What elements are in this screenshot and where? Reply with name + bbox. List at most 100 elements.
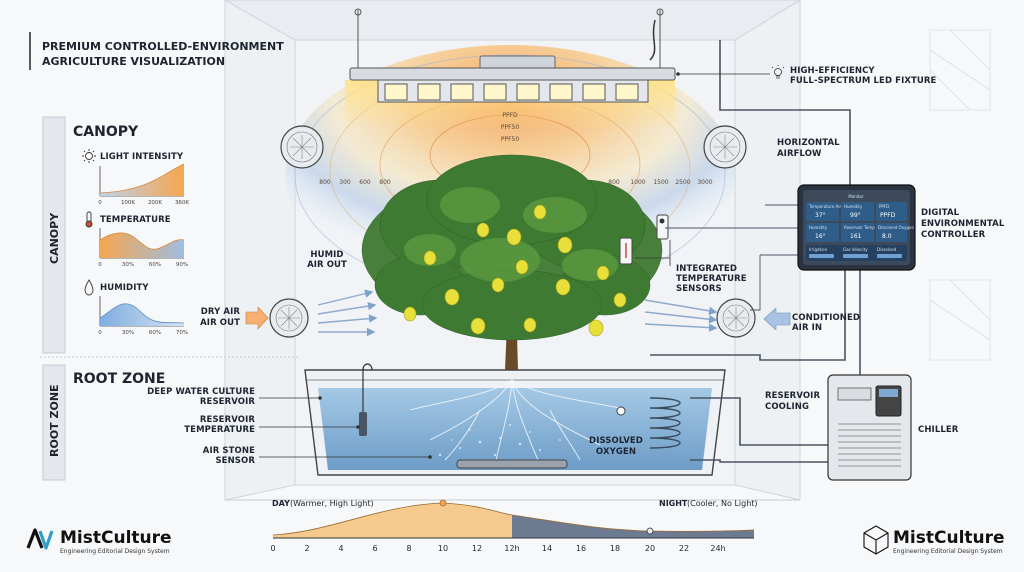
header: PREMIUM CONTROLLED-ENVIRONMENT AGRICULTU…	[29, 32, 284, 70]
svg-text:2500: 2500	[675, 179, 690, 186]
res-cooling-label-line-1: RESERVOIR	[765, 391, 820, 401]
ppfd-label-3: PPF50	[501, 136, 520, 143]
temperature-chart: TEMPERATURE 0 30% 60% 90%	[85, 211, 188, 268]
svg-text:800: 800	[379, 179, 391, 186]
callout-dissolved-oxygen: DISSOLVED OXYGEN	[589, 436, 643, 457]
callout-sensors: INTEGRATED TEMPERATURE SENSORS	[635, 240, 747, 294]
res-temp-label-line-2: TEMPERATURE	[184, 425, 255, 435]
mistculture-logo-icon	[26, 528, 54, 550]
side-tab-root-zone-label: ROOT ZONE	[48, 384, 61, 457]
svg-text:12: 12	[472, 544, 482, 553]
svg-text:800: 800	[608, 179, 620, 186]
page-title-line-2: AGRICULTURE VISUALIZATION	[42, 55, 225, 68]
fan-icon	[280, 125, 324, 169]
page-title-line-1: PREMIUM CONTROLLED-ENVIRONMENT	[42, 40, 284, 53]
svg-text:600: 600	[359, 179, 371, 186]
svg-text:1500: 1500	[653, 179, 668, 186]
callout-airstone: AIR STONE SENSOR	[203, 446, 432, 466]
fan-icon	[269, 298, 309, 338]
svg-text:20: 20	[645, 544, 655, 553]
ppfd-label-2: PPF50	[501, 124, 520, 131]
ppfd-label-1: PPFD	[502, 112, 518, 119]
dissolved-label-line-1: DISSOLVED	[589, 436, 643, 446]
svg-text:2: 2	[304, 544, 309, 553]
day-label-detail: (Warmer, High Light)	[290, 499, 374, 508]
airstone-label-line-2: SENSOR	[215, 456, 255, 466]
sensors-label-line-1: INTEGRATED	[676, 264, 737, 274]
temperature-sensor-icon	[619, 214, 669, 265]
fan-icon	[716, 298, 756, 338]
dissolved-label-line-2: OXYGEN	[596, 447, 636, 457]
airflow-arrows	[317, 289, 718, 337]
svg-text:8: 8	[406, 544, 411, 553]
controller-wiring	[665, 204, 800, 311]
chiller	[827, 374, 912, 481]
side-tab-canopy: CANOPY	[42, 116, 66, 354]
cooling-coil	[649, 397, 681, 449]
airflow-label-line-1: HORIZONTAL	[777, 138, 840, 148]
svg-text:800: 800	[319, 179, 331, 186]
res-temp-label-line-1: RESERVOIR	[200, 415, 255, 425]
controller-tile	[806, 223, 839, 242]
controller-label-line-3: CONTROLLER	[921, 230, 986, 240]
svg-text:0: 0	[270, 544, 275, 553]
svg-text:200K: 200K	[148, 200, 162, 206]
controller-label-line-1: DIGITAL	[921, 208, 960, 218]
svg-text:24h: 24h	[710, 544, 725, 553]
svg-text:PPFD: PPFD	[880, 212, 896, 219]
brand-left-tagline: Engineering Editorial Design System	[60, 548, 170, 555]
svg-text:99°: 99°	[850, 212, 861, 219]
ppfd-scale-left: 800 300 600 800	[319, 179, 391, 186]
res-cooling-label-line-2: COOLING	[765, 402, 809, 412]
led-fixture	[349, 8, 676, 103]
svg-text:Humidity: Humidity	[809, 225, 828, 230]
dry-label-line-2: AIR OUT	[200, 318, 240, 328]
sun-icon	[82, 149, 96, 163]
humidity-chart: HUMIDITY 0 30% 60% 70%	[84, 279, 188, 336]
humid-label-line-1: HUMID	[310, 250, 343, 260]
dry-air-arrow	[245, 306, 269, 330]
callout-dwc: DEEP WATER CULTURE RESERVOIR	[147, 387, 322, 407]
callout-controller: DIGITAL ENVIRONMENTAL CONTROLLER	[921, 208, 1005, 240]
canopy-heading: CANOPY	[73, 124, 139, 140]
callout-res-temp: RESERVOIR TEMPERATURE	[184, 415, 360, 435]
svg-text:18: 18	[610, 544, 620, 553]
callout-dry-air: DRY AIR AIR OUT	[200, 307, 240, 328]
airstone-label-line-1: AIR STONE	[203, 446, 255, 456]
side-tab-root-zone: ROOT ZONE	[42, 364, 66, 481]
cube-logo-icon	[863, 525, 889, 555]
day-night-timeline: DAY (Warmer, High Light) NIGHT (Cooler, …	[270, 499, 757, 553]
roots	[409, 379, 621, 466]
led-label-line-2: FULL-SPECTRUM LED FIXTURE	[790, 76, 937, 86]
ppfd-scale-right: 800 1000 1500 2500 3000	[608, 179, 713, 186]
svg-text:70%: 70%	[176, 330, 188, 336]
svg-text:12h: 12h	[504, 544, 519, 553]
bulb-icon	[771, 65, 785, 79]
callout-airflow: HORIZONTAL AIRFLOW	[777, 138, 840, 159]
svg-text:0: 0	[98, 262, 102, 268]
svg-text:Irrigation: Irrigation	[809, 247, 828, 252]
svg-text:22: 22	[679, 544, 689, 553]
sensors-label-line-2: TEMPERATURE	[676, 274, 747, 284]
lemon-tree	[361, 154, 663, 370]
root-zone-heading: ROOT ZONE	[73, 371, 165, 387]
light-intensity-label: LIGHT INTENSITY	[100, 152, 184, 162]
controller-tile	[841, 223, 874, 242]
droplet-icon	[84, 279, 94, 296]
dwc-reservoir	[304, 363, 726, 476]
svg-text:Temperature Air: Temperature Air	[808, 204, 841, 209]
svg-text:30%: 30%	[122, 330, 134, 336]
controller-tile	[876, 223, 907, 242]
lemons	[403, 204, 627, 337]
dry-label-line-1: DRY AIR	[201, 307, 241, 317]
side-tab-canopy-label: CANOPY	[48, 212, 61, 264]
svg-text:Reservoir Temp: Reservoir Temp	[844, 225, 875, 230]
svg-text:30%: 30%	[122, 262, 134, 268]
svg-text:100K: 100K	[121, 200, 135, 206]
led-label-line-1: HIGH-EFFICIENCY	[790, 66, 875, 76]
brand-right: MistCulture Engineering Editorial Design…	[863, 525, 1005, 555]
svg-text:300: 300	[339, 179, 351, 186]
controller-tile	[876, 202, 907, 221]
svg-text:Dissolved Oxygen: Dissolved Oxygen	[878, 225, 914, 230]
